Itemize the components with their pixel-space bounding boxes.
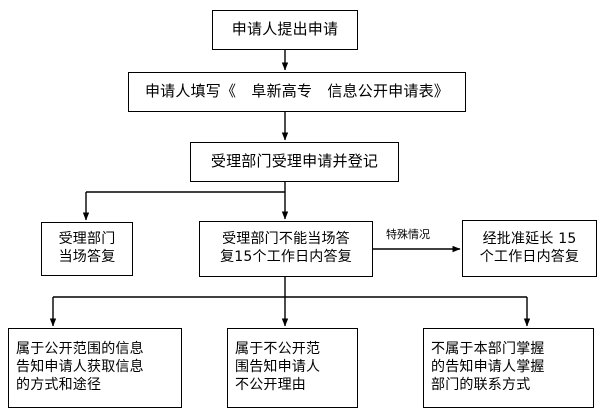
- edge-delay-to-outcomes: [49, 277, 531, 327]
- node-approved-extension-15-working-days[interactable]: 经批准延长 15 个工作日内答复: [462, 220, 597, 277]
- node-reply-within-15-working-days[interactable]: 受理部门不能当场答 复15个工作日内答复: [199, 221, 373, 277]
- node-department-accepts-and-registers[interactable]: 受理部门受理申请并登记: [190, 142, 399, 182]
- edge-register-branch: [82, 182, 289, 221]
- node-outcome-nonpublic-information[interactable]: 属于不公开范 围告知申请人 不公开理由: [227, 328, 358, 408]
- node-onsite-reply[interactable]: 受理部门 当场答复: [41, 222, 133, 276]
- edge-label-special-case: 特殊情况: [386, 228, 430, 241]
- node-applicant-fills-form[interactable]: 申请人填写《 阜新高专 信息公开申请表》: [128, 72, 466, 112]
- node-outcome-not-held-by-department[interactable]: 不属于本部门掌握 的告知申请人掌握 部门的联系方式: [423, 328, 594, 408]
- node-applicant-submits-request[interactable]: 申请人提出申请: [212, 10, 358, 50]
- node-outcome-public-information[interactable]: 属于公开范围的信息 告知申请人获取信息 的方式和途径: [8, 328, 182, 408]
